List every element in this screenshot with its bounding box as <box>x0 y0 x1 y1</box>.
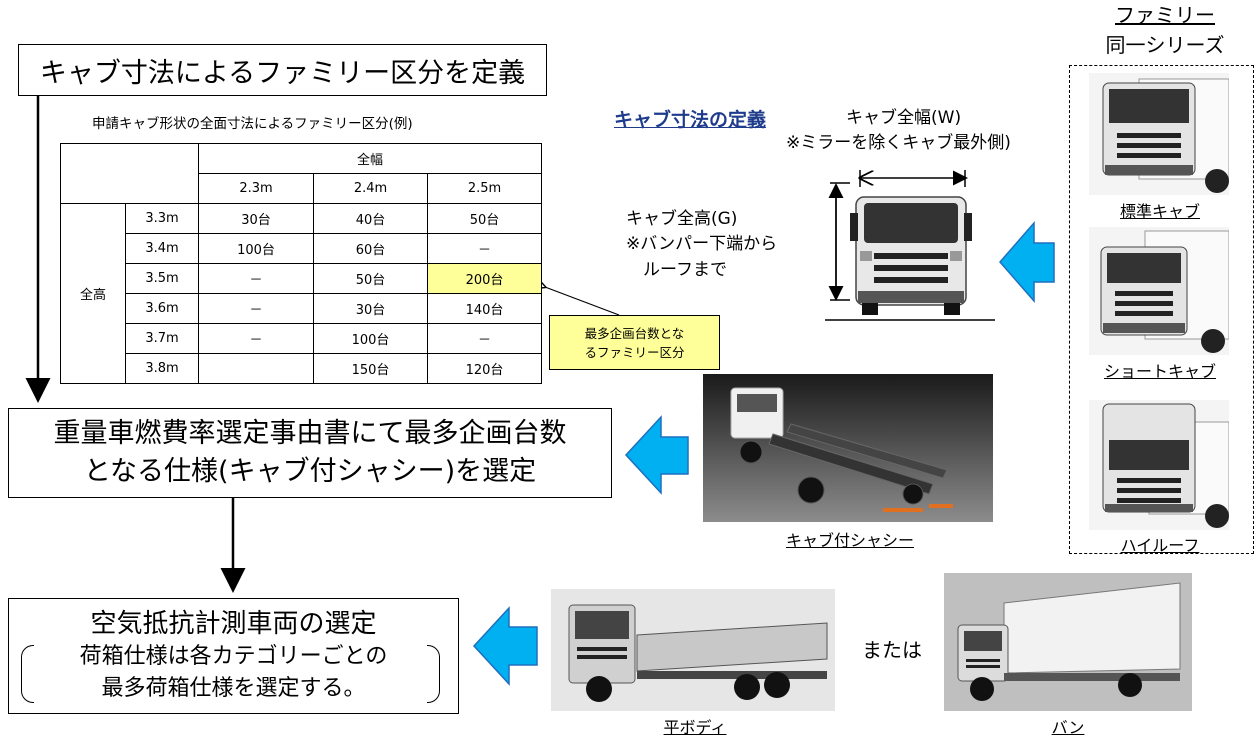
table-cell: 100台 <box>198 233 314 264</box>
table-cell: － <box>198 293 314 324</box>
table-caption: 申請キャブ形状の全面寸法によるファミリー区分(例) <box>92 116 413 132</box>
measurement-note: 最多荷箱仕様を選定する。 <box>101 676 366 701</box>
family-definition-text: キャブ寸法によるファミリー区分を定義 <box>39 57 526 89</box>
cab-dimension-diagram <box>825 170 995 321</box>
table-cell-highlighted: 200台 <box>427 263 542 294</box>
cab-definition-heading: キャブ寸法の定義 <box>614 109 767 131</box>
family-subtitle: 同一シリーズ <box>1105 33 1225 57</box>
blue-arrow-cab <box>999 220 1055 304</box>
family-title: ファミリー <box>1115 3 1215 27</box>
short-cab-image <box>1089 227 1229 355</box>
height-header: 全高 <box>60 203 126 384</box>
measurement-vehicle-box: 空気抵抗計測車両の選定 荷箱仕様は各カテゴリーごとの 最多荷箱仕様を選定する。 <box>8 598 459 714</box>
table-row: 3.5m － 50台 200台 <box>61 263 542 294</box>
cab-width-note: ※ミラーを除くキャブ最外側) <box>786 133 1011 153</box>
right-bracket <box>427 645 440 703</box>
high-roof-image <box>1089 400 1229 530</box>
callout-line: 最多企画台数とな <box>584 325 685 341</box>
table-cell: 30台 <box>198 203 314 234</box>
cab-height-label: キャブ全高(G) <box>626 209 738 229</box>
family-item-caption: ハイルーフ <box>1120 536 1200 555</box>
height-value: 3.8m <box>125 353 199 384</box>
spec-selection-line: となる仕様(キャブ付シャシー)を選定 <box>83 456 537 487</box>
spec-selection-line: 重量車燃費率選定事由書にて最多企画台数 <box>53 418 567 449</box>
family-item-caption: 標準キャブ <box>1119 202 1200 221</box>
table-row: 3.7m － 100台 － <box>61 323 542 354</box>
width-value: 2.5m <box>427 173 542 204</box>
table-corner <box>60 143 199 204</box>
callout-pointer <box>545 287 620 316</box>
family-header: ファミリー 同一シリーズ <box>1090 0 1240 60</box>
max-plan-callout: 最多企画台数とな るファミリー区分 <box>549 315 720 370</box>
height-value: 3.4m <box>125 233 199 264</box>
left-bracket <box>21 645 34 703</box>
table-row: 3.6m － 30台 140台 <box>61 293 542 324</box>
table-cell: 140台 <box>427 293 542 324</box>
van-caption: バン <box>1051 718 1085 737</box>
table-cell: － <box>198 263 314 294</box>
width-value: 2.4m <box>313 173 428 204</box>
table-cell: 30台 <box>313 293 428 324</box>
cab-height-note: ルーフまで <box>643 260 727 280</box>
callout-line: るファミリー区分 <box>584 344 685 360</box>
table-cell: 60台 <box>313 233 428 264</box>
table-row: 3.8m 150台 120台 <box>61 353 542 384</box>
cab-front-image <box>850 196 972 315</box>
van-truck-image <box>944 573 1192 711</box>
table-cell: 40台 <box>313 203 428 234</box>
family-definition-box: キャブ寸法によるファミリー区分を定義 <box>18 44 547 96</box>
height-value: 3.5m <box>125 263 199 294</box>
height-value: 3.6m <box>125 293 199 324</box>
family-table: 全幅 2.3m 2.4m 2.5m 全高 3.3m 30台 40台 50台 3.… <box>60 143 542 384</box>
table-cell: － <box>427 323 542 354</box>
measurement-note: 荷箱仕様は各カテゴリーごとの <box>79 644 388 669</box>
spec-selection-box: 重量車燃費率選定事由書にて最多企画台数 となる仕様(キャブ付シャシー)を選定 <box>8 408 612 498</box>
measurement-title: 空気抵抗計測車両の選定 <box>90 609 377 639</box>
table-cell: 120台 <box>427 353 542 384</box>
flatbed-truck-image <box>551 589 835 711</box>
blue-arrow-chassis <box>624 415 689 495</box>
table-cell: 100台 <box>313 323 428 354</box>
width-header: 全幅 <box>198 143 542 174</box>
table-cell <box>198 353 314 384</box>
table-cell: 150台 <box>313 353 428 384</box>
family-group-box <box>1069 65 1254 554</box>
table-cell: 50台 <box>313 263 428 294</box>
cab-chassis-image <box>703 374 993 522</box>
cab-height-note: ※バンパー下端から <box>626 234 778 254</box>
or-text: または <box>862 638 922 662</box>
table-cell: 50台 <box>427 203 542 234</box>
height-value: 3.7m <box>125 323 199 354</box>
table-row: 全高 3.3m 30台 40台 50台 <box>60 203 542 384</box>
family-item-caption: ショートキャブ <box>1103 362 1216 381</box>
cab-width-label: キャブ全幅(W) <box>846 108 962 128</box>
flatbed-caption: 平ボディ <box>663 718 727 737</box>
blue-arrow-body <box>472 606 538 686</box>
table-row: 3.4m 100台 60台 － <box>61 233 542 264</box>
height-value: 3.3m <box>125 203 199 234</box>
standard-cab-image <box>1089 73 1229 195</box>
table-cell: － <box>198 323 314 354</box>
chassis-caption: キャブ付シャシー <box>785 531 914 550</box>
width-value: 2.3m <box>198 173 314 204</box>
table-cell: － <box>427 233 542 264</box>
